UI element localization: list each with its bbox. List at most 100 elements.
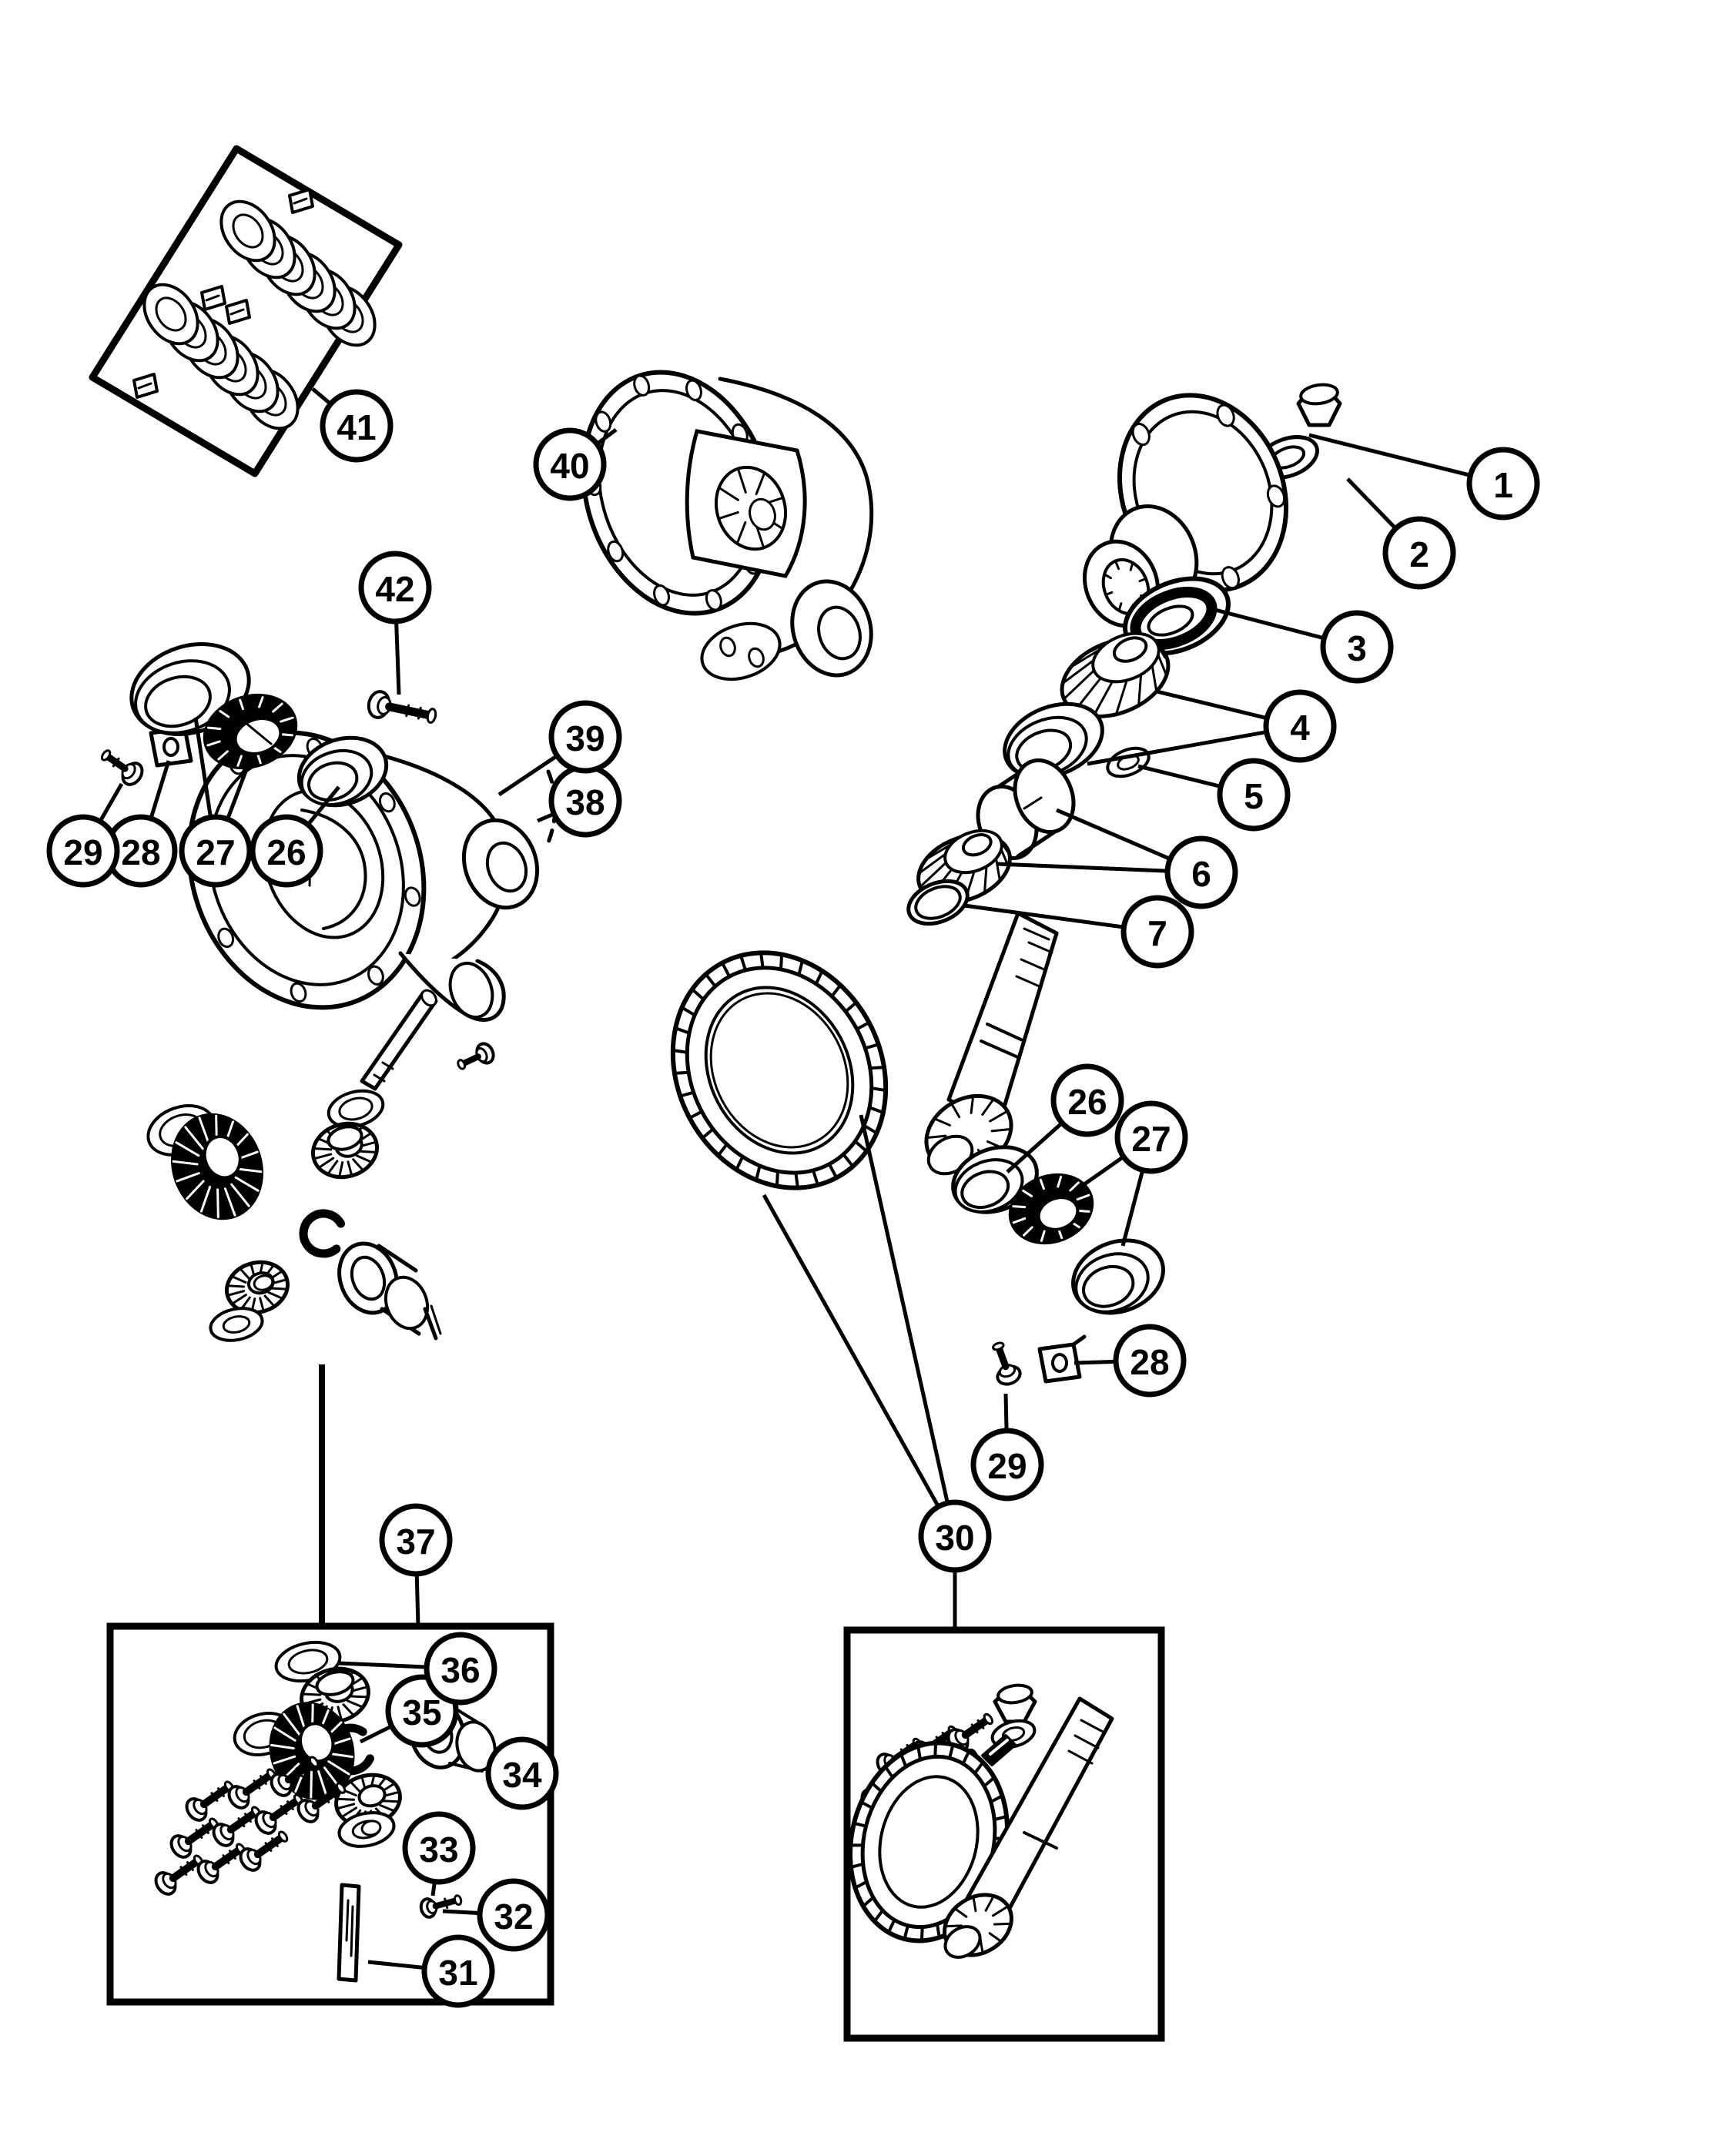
callout-leader-line (859, 1114, 957, 1537)
callout-bubble[interactable] (548, 700, 622, 774)
side-bearing-cup-left-outer (129, 642, 251, 736)
callout-number: 26 (1067, 1082, 1107, 1122)
callout-bubble[interactable] (402, 1811, 476, 1885)
callout-bubble[interactable] (1120, 895, 1194, 969)
callout-3[interactable]: 3 (1214, 608, 1394, 684)
pinion-outer-bearing (1060, 631, 1171, 718)
callout-28L[interactable]: 28 (104, 760, 178, 888)
bolt (254, 1793, 304, 1835)
callout-number: 27 (1131, 1119, 1171, 1159)
callout-28R[interactable]: 28 (1074, 1324, 1187, 1398)
callout-number: 2 (1409, 534, 1429, 574)
callout-bubble[interactable] (1114, 1100, 1188, 1174)
differential-case (581, 370, 874, 681)
callout-32[interactable]: 32 (442, 1878, 551, 1952)
callout-number: 32 (494, 1897, 533, 1937)
bolt (154, 1854, 204, 1896)
callout-number: 28 (121, 832, 160, 872)
ring-gear (670, 950, 889, 1190)
side-bearing-cup-right-lower (1071, 1238, 1165, 1315)
callout-number: 4 (1290, 708, 1310, 748)
bolt (227, 1768, 277, 1810)
callout-leader-line (762, 1194, 957, 1538)
callout-26L[interactable]: 26 (250, 785, 340, 888)
callout-30[interactable]: 30 (762, 1114, 992, 1630)
adjuster-lock-bolt (367, 690, 437, 724)
callout-41[interactable]: 41 (311, 387, 394, 463)
callout-26R[interactable]: 26 (1006, 1063, 1124, 1173)
clutch-pack-kit-plate (89, 145, 403, 477)
parts-layer (89, 145, 1342, 1983)
callout-4[interactable]: 4 (1087, 689, 1337, 766)
callout-bubble[interactable] (320, 389, 394, 463)
callout-bubble[interactable] (1320, 610, 1394, 684)
callout-29R[interactable]: 29 (970, 1393, 1044, 1502)
callout-bubble[interactable] (1263, 689, 1337, 763)
box-ring-pinion (843, 1626, 1165, 2042)
callout-34[interactable]: 34 (485, 1736, 559, 1810)
callout-bubble[interactable] (970, 1428, 1044, 1502)
callout-number: 41 (337, 407, 376, 447)
callout-number: 26 (266, 832, 306, 872)
callout-bubble[interactable] (1382, 516, 1456, 590)
callout-bubble[interactable] (250, 814, 323, 888)
callout-bubble[interactable] (477, 1878, 551, 1952)
callout-39[interactable]: 39 (497, 700, 622, 797)
kit-box-layer (106, 1364, 1165, 2042)
callout-2[interactable]: 2 (1346, 477, 1456, 590)
callout-bubble[interactable] (421, 1934, 495, 2008)
callout-number: 40 (550, 446, 589, 486)
callout-29L[interactable]: 29 (46, 782, 124, 888)
spider-gear-cluster (146, 989, 495, 1342)
callout-bubble[interactable] (1113, 1324, 1187, 1398)
box-internals (106, 1622, 554, 2006)
callout-number: 34 (502, 1755, 542, 1795)
callout-number: 38 (565, 782, 605, 822)
callout-27R[interactable]: 27 (1067, 1100, 1188, 1247)
bolt (169, 1817, 219, 1859)
callout-number: 5 (1244, 776, 1264, 816)
side-bearing-left (203, 693, 298, 770)
bracket-bolt-left (100, 749, 144, 786)
callout-bubble[interactable] (918, 1499, 992, 1573)
bolt (185, 1780, 235, 1822)
callout-number: 33 (419, 1830, 458, 1870)
callout-40[interactable]: 40 (533, 427, 618, 501)
callout-number: 29 (63, 832, 102, 872)
callout-bubble[interactable] (179, 814, 253, 888)
callout-7[interactable]: 7 (963, 895, 1194, 969)
callout-number: 6 (1191, 854, 1211, 894)
callout-6[interactable]: 6 (996, 808, 1238, 909)
adjuster-bracket-right (1037, 1334, 1087, 1384)
callout-31[interactable]: 31 (367, 1934, 495, 2008)
callout-37[interactable]: 37 (379, 1503, 453, 1627)
side-bearing-cup-left-inner (296, 735, 389, 808)
callout-bubble[interactable] (1466, 447, 1540, 521)
callout-bubble[interactable] (485, 1736, 559, 1810)
callout-bubble[interactable] (46, 814, 120, 888)
callout-number: 37 (396, 1522, 435, 1562)
pinion-inner-bearing (916, 829, 1012, 905)
callout-bubble[interactable] (1050, 1063, 1124, 1137)
callout-bubble[interactable] (358, 551, 432, 624)
callout-5[interactable]: 5 (1137, 758, 1291, 832)
callout-36[interactable]: 36 (338, 1632, 497, 1706)
callout-bubble[interactable] (1164, 835, 1238, 909)
callout-number: 28 (1130, 1342, 1169, 1382)
callout-number: 36 (440, 1650, 480, 1690)
callout-bubble[interactable] (379, 1503, 453, 1577)
callout-bubble[interactable] (1217, 758, 1291, 832)
callout-38[interactable]: 38 (537, 764, 622, 838)
bolt (212, 1806, 262, 1847)
callout-33[interactable]: 33 (402, 1811, 476, 1897)
callout-number: 27 (196, 832, 235, 872)
bracket-bolt-right (992, 1341, 1022, 1386)
callout-42[interactable]: 42 (358, 551, 432, 695)
callout-bubble[interactable] (533, 427, 607, 501)
pinion-seal (1123, 576, 1231, 656)
pinion-oring (906, 879, 970, 926)
callout-1[interactable]: 1 (1308, 433, 1540, 521)
callout-27L[interactable]: 27 (179, 717, 255, 888)
callout-number: 1 (1493, 465, 1513, 505)
callout-bubble[interactable] (424, 1632, 497, 1706)
